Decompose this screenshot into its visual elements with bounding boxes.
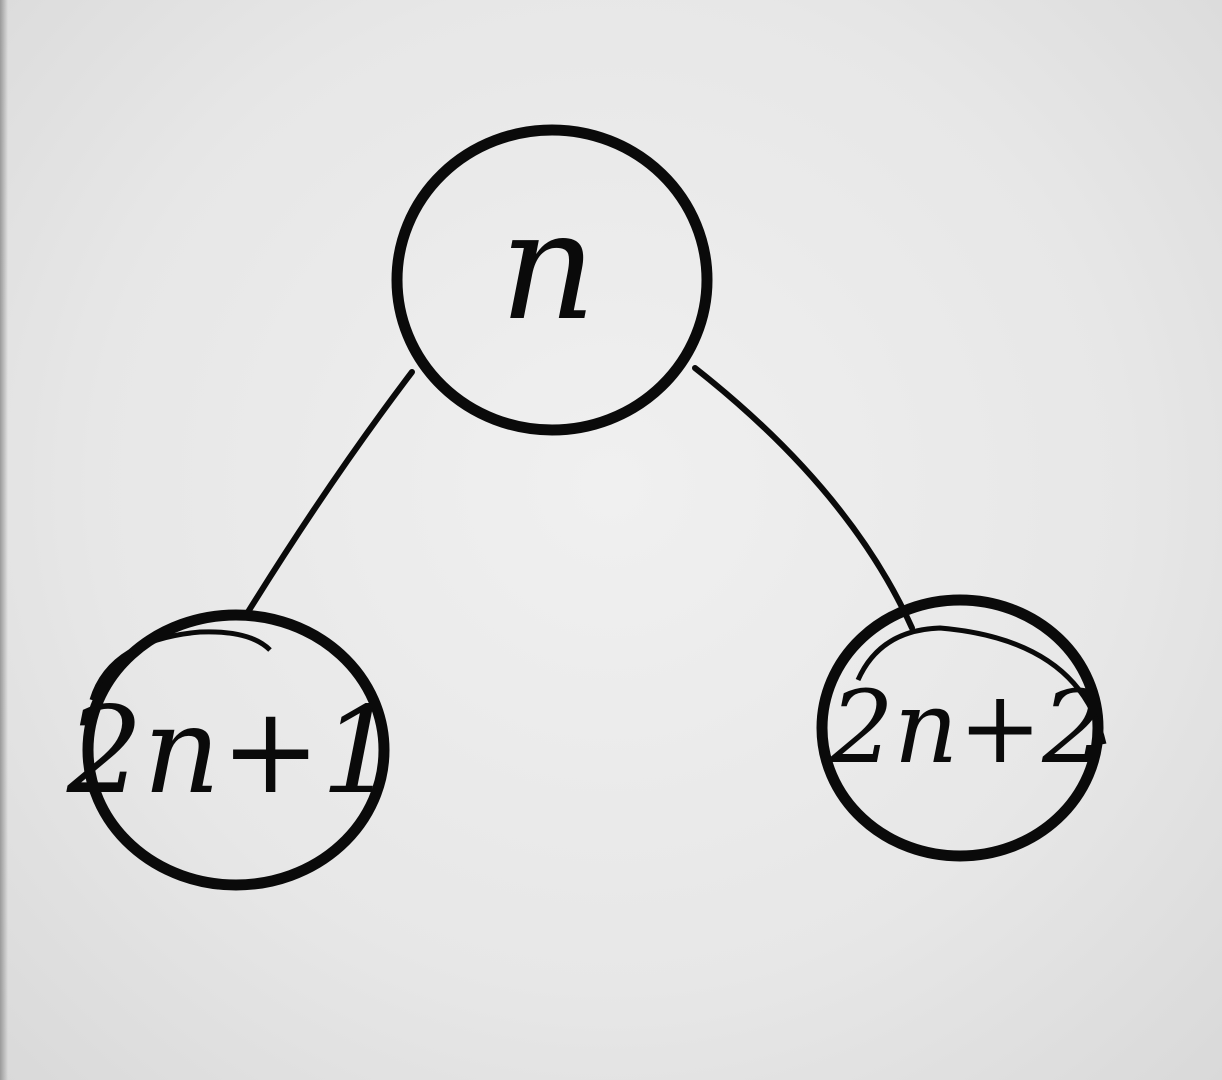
node-parent: n (391, 124, 713, 436)
node-right-child: 2n+2 (816, 594, 1107, 862)
node-right-child-label: 2n+2 (829, 669, 1105, 786)
edge-parent-to-right-child (692, 365, 915, 631)
node-parent-circle (391, 124, 713, 436)
edge-parent-to-left-child (245, 369, 415, 615)
node-left-child: 2n+1 (66, 609, 398, 891)
node-left-child-label: 2n+1 (66, 682, 398, 821)
node-left-child-scribble (89, 629, 272, 701)
node-left-child-circle (82, 609, 390, 891)
node-parent-label: n (500, 180, 597, 354)
node-right-child-scribble (855, 625, 1107, 745)
